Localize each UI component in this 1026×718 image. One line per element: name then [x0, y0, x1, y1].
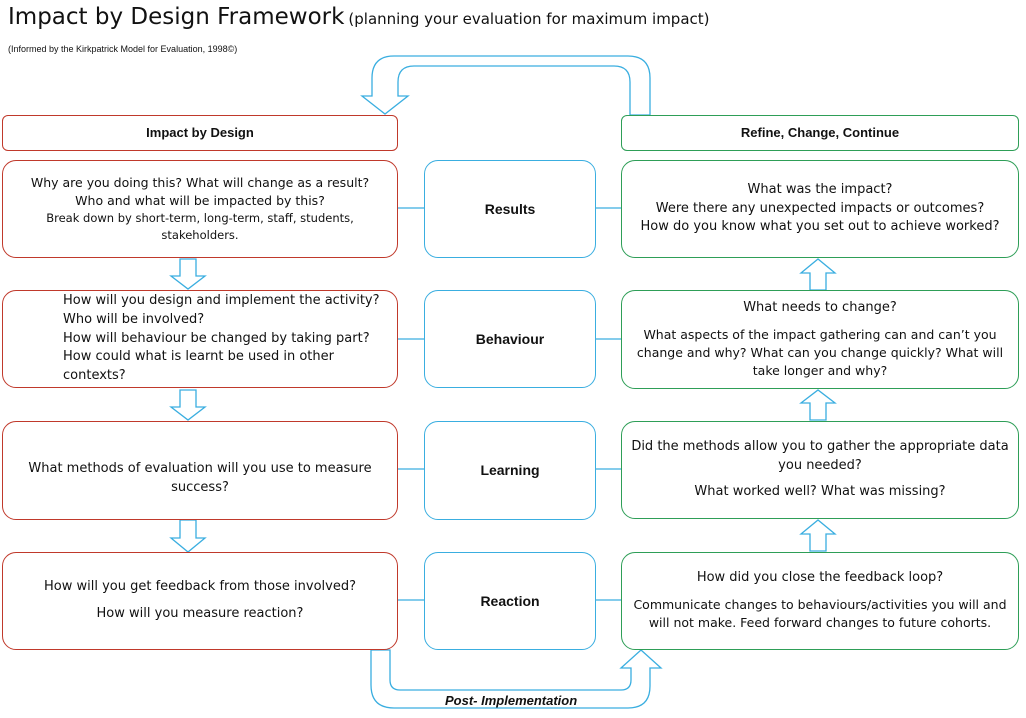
left-behaviour-line: How will you design and implement the ac… — [63, 292, 380, 308]
left-reaction-line: How will you measure reaction? — [96, 606, 304, 621]
middle-results-box: Results — [424, 160, 596, 258]
page-title: Impact by Design Framework(planning your… — [8, 4, 710, 30]
left-behaviour-line: Who will be involved? — [63, 311, 205, 327]
right-learning-box: Did the methods allow you to gather the … — [621, 421, 1019, 519]
title-subtitle: (planning your evaluation for maximum im… — [348, 10, 710, 28]
right-learning-line: What worked well? What was missing? — [694, 484, 946, 500]
left-results-line: Break down by short-term, long-term, sta… — [46, 211, 354, 243]
middle-learning-box: Learning — [424, 421, 596, 520]
right-results-line: How do you know what you set out to achi… — [640, 219, 1000, 235]
top-loop-arrow — [360, 55, 651, 116]
down-arrow-3 — [169, 519, 207, 553]
right-results-box: What was the impact? Were there any unex… — [621, 160, 1019, 258]
left-behaviour-line: How will behaviour be changed by taking … — [63, 330, 370, 346]
header-refine-change-continue: Refine, Change, Continue — [621, 115, 1019, 151]
down-arrow-2 — [169, 389, 207, 421]
left-results-box: Why are you doing this? What will change… — [2, 160, 398, 258]
right-behaviour-line: What needs to change? — [743, 299, 897, 315]
left-reaction-line: How will you get feedback from those inv… — [44, 579, 356, 595]
left-results-line: Who and what will be impacted by this? — [75, 193, 325, 209]
left-learning-box: What methods of evaluation will you use … — [2, 421, 398, 520]
right-reaction-line: How did you close the feedback loop? — [696, 570, 944, 586]
middle-behaviour-box: Behaviour — [424, 290, 596, 388]
right-behaviour-box: What needs to change? What aspects of th… — [621, 290, 1019, 389]
left-reaction-box: How will you get feedback from those inv… — [2, 552, 398, 650]
right-reaction-line: Communicate changes to behaviours/activi… — [633, 597, 1007, 631]
right-results-line: What was the impact? — [747, 181, 893, 197]
left-behaviour-line: How could what is learnt be used in othe… — [63, 349, 334, 384]
right-learning-line: Did the methods allow you to gather the … — [631, 438, 1009, 473]
right-results-line: Were there any unexpected impacts or out… — [655, 200, 985, 216]
left-learning-line: What methods of evaluation will you use … — [28, 461, 372, 495]
down-arrow-1 — [169, 258, 207, 290]
left-behaviour-box: How will you design and implement the ac… — [2, 290, 398, 388]
up-arrow-1 — [799, 258, 837, 291]
left-results-line: Why are you doing this? What will change… — [30, 175, 370, 191]
right-reaction-box: How did you close the feedback loop? Com… — [621, 552, 1019, 650]
post-implementation-label: Post- Implementation — [445, 693, 578, 708]
right-behaviour-line: What aspects of the impact gathering can… — [636, 326, 1004, 378]
up-arrow-2 — [799, 389, 837, 421]
informed-note: (Informed by the Kirkpatrick Model for E… — [8, 44, 238, 54]
middle-reaction-box: Reaction — [424, 552, 596, 650]
bottom-loop-arrow — [370, 649, 663, 709]
up-arrow-3 — [799, 519, 837, 552]
header-impact-by-design: Impact by Design — [2, 115, 398, 151]
title-main: Impact by Design Framework — [8, 4, 345, 30]
